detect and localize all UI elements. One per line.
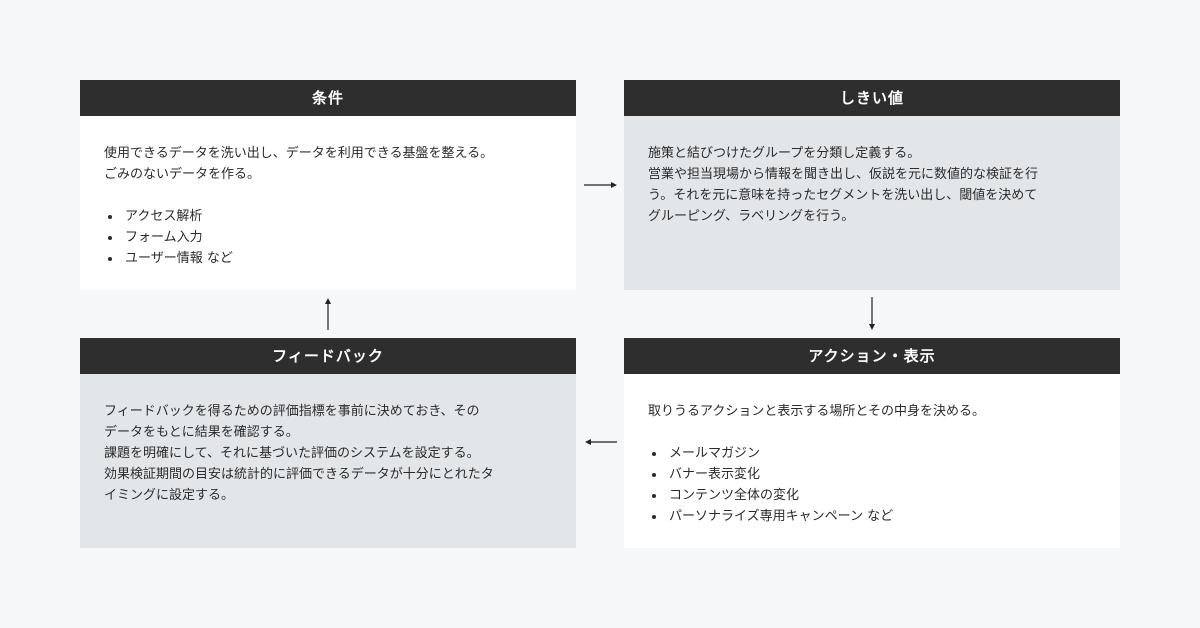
conditions-body: 使用できるデータを洗い出し、データを利用できる基盤を整える。 ごみのないデータを… bbox=[80, 116, 576, 290]
action-list: メールマガジン バナー表示変化 コンテンツ全体の変化 パーソナライズ専用キャンペ… bbox=[648, 443, 1096, 527]
feedback-body: フィードバックを得るための評価指標を事前に決めておき、その データをもとに結果を… bbox=[80, 374, 576, 548]
arrow-down-icon bbox=[867, 297, 877, 331]
action-body: 取りうるアクションと表示する場所とその中身を決める。 メールマガジン バナー表示… bbox=[624, 374, 1120, 548]
conditions-description: 使用できるデータを洗い出し、データを利用できる基盤を整える。 ごみのないデータを… bbox=[104, 146, 494, 182]
feedback-card: フィードバック フィードバックを得るための評価指標を事前に決めておき、その デー… bbox=[80, 338, 576, 548]
action-title: アクション・表示 bbox=[624, 338, 1120, 374]
arrow-right-icon bbox=[584, 180, 618, 190]
conditions-title: 条件 bbox=[80, 80, 576, 116]
threshold-title: しきい値 bbox=[624, 80, 1120, 116]
action-description: 取りうるアクションと表示する場所とその中身を決める。 bbox=[648, 404, 985, 419]
list-item: アクセス解析 bbox=[104, 206, 552, 227]
list-item: バナー表示変化 bbox=[648, 464, 1096, 485]
action-card: アクション・表示 取りうるアクションと表示する場所とその中身を決める。 メールマ… bbox=[624, 338, 1120, 548]
feedback-title: フィードバック bbox=[80, 338, 576, 374]
feedback-description: フィードバックを得るための評価指標を事前に決めておき、その データをもとに結果を… bbox=[104, 404, 494, 503]
list-item: パーソナライズ専用キャンペーン など bbox=[648, 506, 1096, 527]
conditions-list: アクセス解析 フォーム入力 ユーザー情報 など bbox=[104, 206, 552, 269]
threshold-card: しきい値 施策と結びつけたグループを分類し定義する。 営業や担当現場から情報を聞… bbox=[624, 80, 1120, 290]
threshold-description: 施策と結びつけたグループを分類し定義する。 営業や担当現場から情報を聞き出し、仮… bbox=[648, 146, 1039, 224]
arrow-left-icon bbox=[584, 437, 618, 447]
conditions-card: 条件 使用できるデータを洗い出し、データを利用できる基盤を整える。 ごみのないデ… bbox=[80, 80, 576, 290]
list-item: メールマガジン bbox=[648, 443, 1096, 464]
arrow-up-icon bbox=[323, 297, 333, 331]
threshold-body: 施策と結びつけたグループを分類し定義する。 営業や担当現場から情報を聞き出し、仮… bbox=[624, 116, 1120, 290]
list-item: フォーム入力 bbox=[104, 227, 552, 248]
list-item: ユーザー情報 など bbox=[104, 248, 552, 269]
list-item: コンテンツ全体の変化 bbox=[648, 485, 1096, 506]
